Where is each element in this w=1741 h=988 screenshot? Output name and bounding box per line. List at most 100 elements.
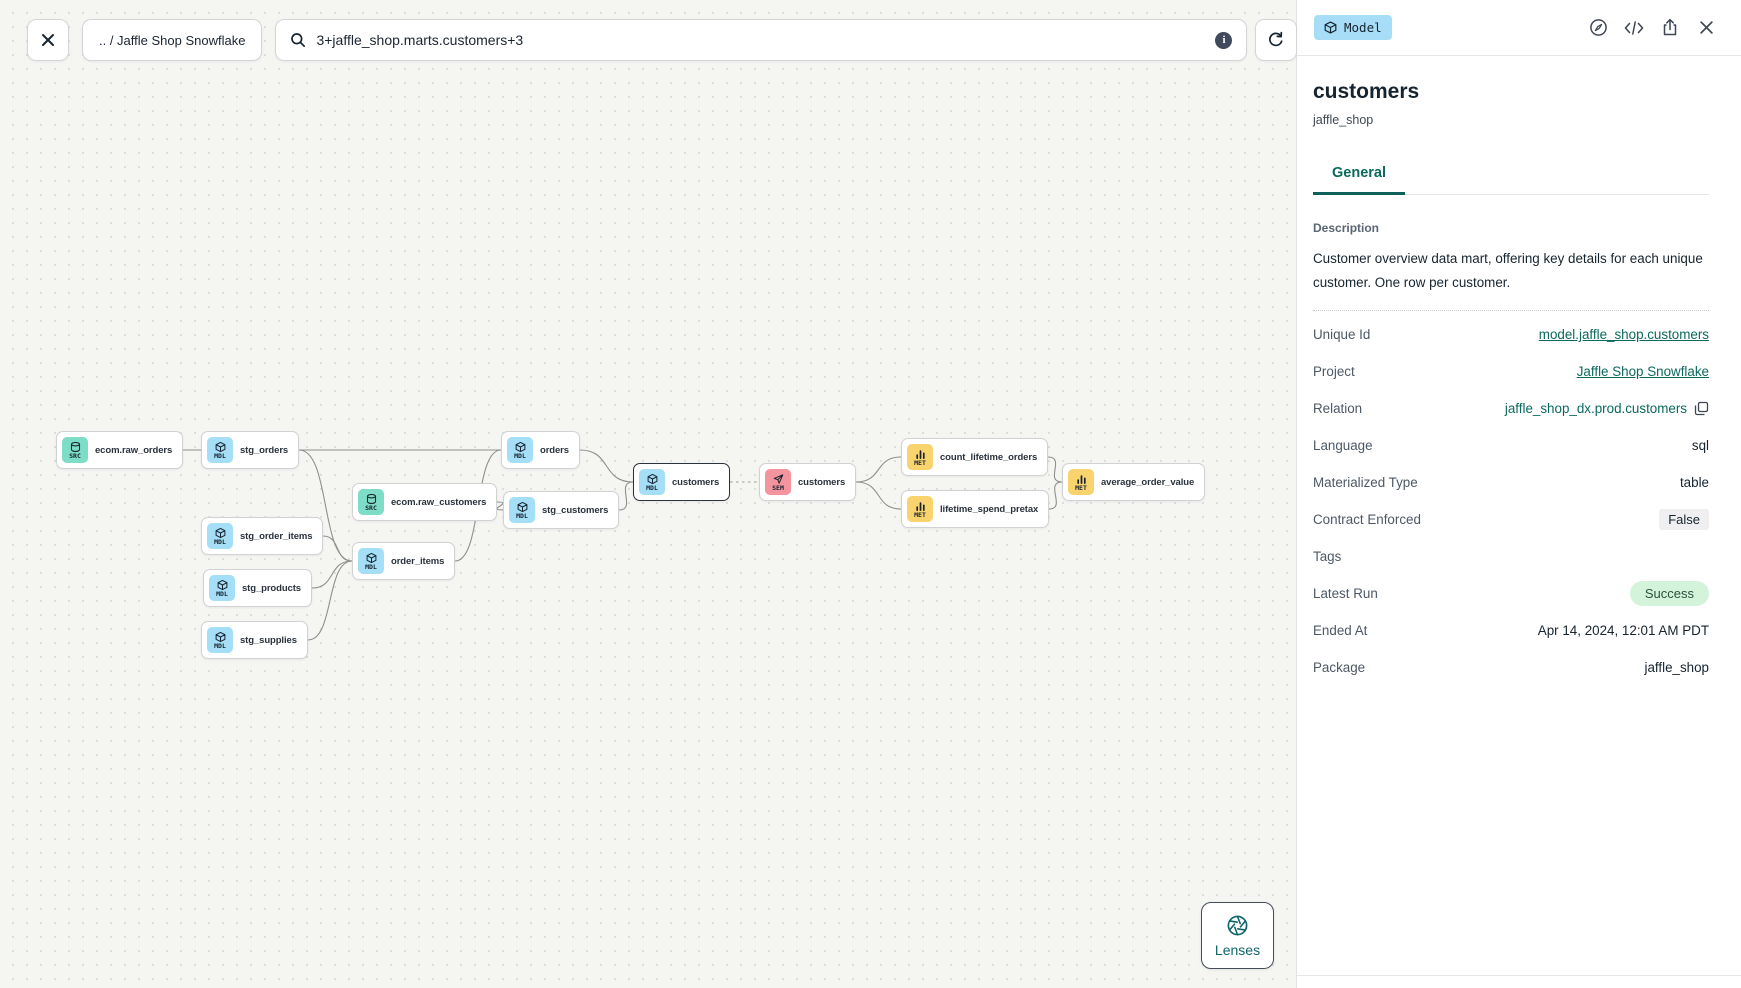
refresh-icon <box>1269 31 1283 47</box>
graph-node-orders[interactable]: MDL orders <box>501 431 580 469</box>
field-label: Latest Run <box>1313 586 1378 601</box>
node-label: customers <box>672 476 720 488</box>
field-label: Unique Id <box>1313 327 1371 342</box>
database-icon: SRC <box>62 437 88 463</box>
edge-stg_customers-to-customers <box>618 481 634 511</box>
field-row-tags: Tags <box>1313 538 1709 575</box>
resource-type-label: Model <box>1344 20 1382 35</box>
node-label: stg_orders <box>240 444 289 456</box>
field-value: Apr 14, 2024, 12:01 AM PDT <box>1537 623 1709 638</box>
cube-icon: MDL <box>207 523 233 549</box>
share-button[interactable] <box>1660 18 1680 38</box>
cube-icon: MDL <box>358 548 384 574</box>
search-icon <box>291 33 306 48</box>
database-icon: SRC <box>358 489 384 515</box>
node-label: stg_supplies <box>240 634 297 646</box>
cube-icon: MDL <box>639 469 665 495</box>
model-title: customers <box>1313 80 1420 103</box>
node-label: lifetime_spend_pretax <box>940 503 1039 515</box>
graph-node-stg_products[interactable]: MDL stg_products <box>203 569 312 607</box>
cube-icon <box>1324 21 1337 34</box>
field-label: Tags <box>1313 549 1342 564</box>
search-input[interactable] <box>316 32 1206 48</box>
field-row-ended-at: Ended At Apr 14, 2024, 12:01 AM PDT <box>1313 612 1709 649</box>
field-value: sql <box>1691 438 1709 453</box>
resource-type-badge: Model <box>1314 15 1392 40</box>
field-value-link[interactable]: Jaffle Shop Snowflake <box>1576 364 1709 379</box>
node-label: average_order_value <box>1101 476 1195 488</box>
edge-lifetime_spend_pretax-to-average_order_value <box>1048 481 1063 510</box>
panel-footer <box>1297 975 1741 988</box>
node-label: orders <box>540 444 569 456</box>
node-label: ecom.raw_customers <box>391 496 487 508</box>
tab-general[interactable]: General <box>1313 157 1405 195</box>
field-label: Contract Enforced <box>1313 512 1421 527</box>
field-row-contract-enforced: Contract Enforced False <box>1313 501 1709 538</box>
node-label: order_items <box>391 555 445 567</box>
node-label: stg_products <box>242 582 301 594</box>
close-icon <box>1699 21 1713 34</box>
field-label: Materialized Type <box>1313 475 1418 490</box>
graph-node-lifetime_spend_pretax[interactable]: MET lifetime_spend_pretax <box>901 490 1050 528</box>
edge-raw_customers-to-stg_customers <box>496 501 504 511</box>
lenses-button[interactable]: Lenses <box>1201 902 1274 969</box>
field-value: jaffle_shop_dx.prod.customers <box>1505 401 1709 416</box>
details-panel: Model <box>1297 0 1741 988</box>
info-icon[interactable]: i <box>1215 31 1233 49</box>
panel-header: Model <box>1297 0 1741 56</box>
explore-lineage-button[interactable] <box>1588 18 1608 38</box>
graph-node-average_order_value[interactable]: MET average_order_value <box>1062 463 1206 501</box>
node-label: ecom.raw_orders <box>95 444 173 456</box>
metric-icon: MET <box>907 444 933 470</box>
status-badge: Success <box>1629 581 1709 606</box>
close-icon <box>42 34 54 46</box>
code-icon <box>1624 20 1644 35</box>
metric-icon: MET <box>907 496 933 522</box>
edge-orders-to-customers <box>579 449 634 483</box>
field-label: Package <box>1313 660 1366 675</box>
edge-count_lifetime_orders-to-average_order_value <box>1047 456 1063 483</box>
share-icon <box>1663 18 1677 36</box>
view-code-button[interactable] <box>1624 18 1644 38</box>
panel-tabs: General <box>1313 157 1709 195</box>
graph-node-order_items[interactable]: MDL order_items <box>352 542 456 580</box>
cube-icon: MDL <box>509 497 535 523</box>
compass-icon <box>1589 19 1607 36</box>
breadcrumb[interactable]: .. / Jaffle Shop Snowflake <box>82 19 263 61</box>
copy-icon[interactable] <box>1694 401 1709 416</box>
graph-edges <box>183 449 1063 641</box>
refresh-button[interactable] <box>1255 19 1298 61</box>
metric-icon: MET <box>1068 469 1094 495</box>
field-value-link[interactable]: model.jaffle_shop.customers <box>1538 327 1709 342</box>
graph-node-customers[interactable]: MDL customers <box>633 463 731 501</box>
cube-icon: MDL <box>507 437 533 463</box>
lineage-search: i <box>275 19 1248 61</box>
lenses-label: Lenses <box>1214 941 1261 958</box>
field-label: Ended At <box>1313 623 1368 638</box>
edge-stg_products-to-order_items <box>311 560 353 589</box>
cube-icon: MDL <box>209 575 235 601</box>
close-panel-button[interactable] <box>1696 18 1716 38</box>
section-divider <box>1313 310 1709 311</box>
graph-node-raw_customers[interactable]: SRC ecom.raw_customers <box>352 483 498 521</box>
lineage-topbar: .. / Jaffle Shop Snowflake i <box>27 19 1298 61</box>
edge-stg_order_items-to-order_items <box>322 535 353 562</box>
field-row-unique-id: Unique Id model.jaffle_shop.customers <box>1313 316 1709 353</box>
contract-badge: False <box>1659 509 1709 530</box>
node-label: customers <box>798 476 846 488</box>
edge-stg_supplies-to-order_items <box>307 560 353 641</box>
graph-node-raw_orders[interactable]: SRC ecom.raw_orders <box>56 431 184 469</box>
close-lineage-button[interactable] <box>27 19 69 61</box>
